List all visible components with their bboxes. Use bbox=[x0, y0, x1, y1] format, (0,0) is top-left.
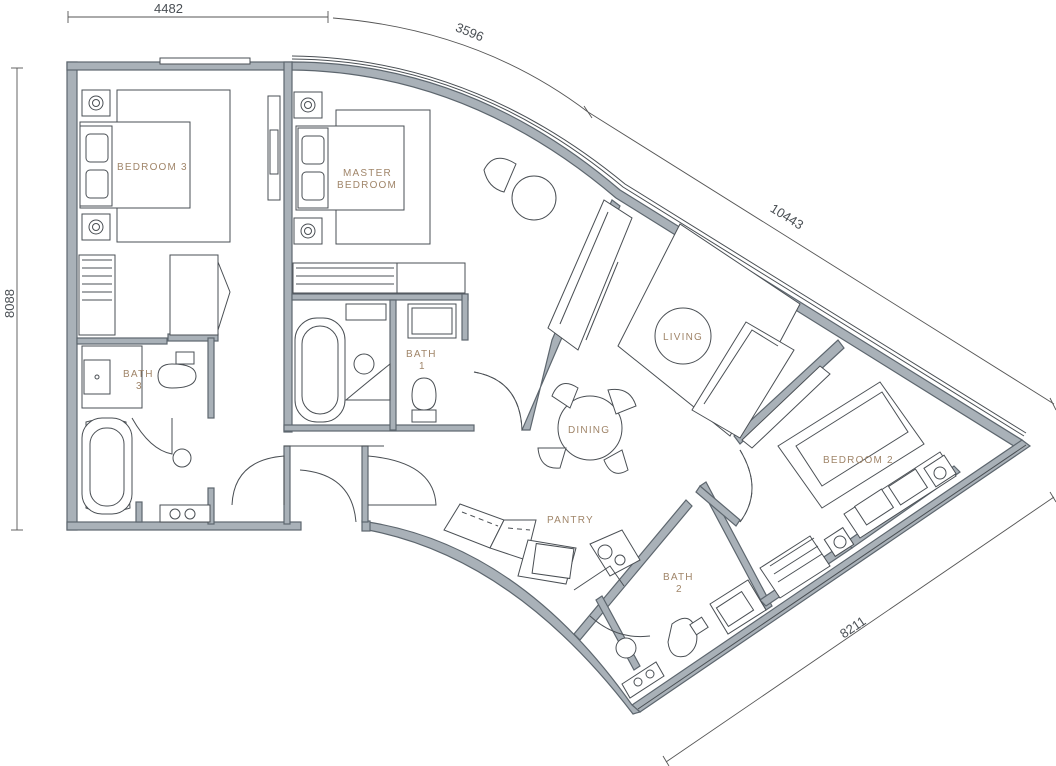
dim-top-right: 10443 bbox=[768, 201, 807, 233]
label-bath1-line2: 1 bbox=[419, 361, 426, 372]
pantry bbox=[443, 503, 641, 591]
bath-2 bbox=[589, 579, 767, 699]
label-master-line2: BEDROOM bbox=[337, 180, 397, 191]
living-dining bbox=[537, 199, 831, 523]
label-living: LIVING bbox=[663, 332, 703, 343]
dim-top-left: 4482 bbox=[154, 1, 183, 16]
bedroom-3 bbox=[78, 89, 231, 336]
label-bath3-line1: BATH bbox=[123, 369, 154, 380]
dim-top-arc: 3596 bbox=[453, 20, 485, 45]
bedroom-2 bbox=[759, 381, 957, 599]
bath-1 bbox=[294, 303, 523, 431]
label-bath1-line1: BATH bbox=[406, 349, 437, 360]
bath-3 bbox=[81, 345, 211, 523]
label-master-line1: MASTER bbox=[343, 168, 392, 179]
master-bedroom bbox=[267, 91, 557, 294]
label-bedroom-2: BEDROOM 2 bbox=[823, 455, 894, 466]
exterior-walls bbox=[66, 55, 1032, 715]
entry-doors bbox=[231, 445, 437, 523]
label-bath2-line2: 2 bbox=[676, 584, 683, 595]
label-bath3-line2: 3 bbox=[136, 381, 143, 392]
dim-bottom-right: 8211 bbox=[837, 613, 869, 641]
label-dining: DINING bbox=[568, 425, 610, 436]
label-pantry: PANTRY bbox=[547, 515, 594, 526]
dim-left: 8088 bbox=[2, 289, 17, 318]
dimension-lines bbox=[11, 11, 1056, 766]
label-bath2-line1: BATH bbox=[663, 572, 694, 583]
label-bedroom-3: BEDROOM 3 bbox=[117, 162, 188, 173]
